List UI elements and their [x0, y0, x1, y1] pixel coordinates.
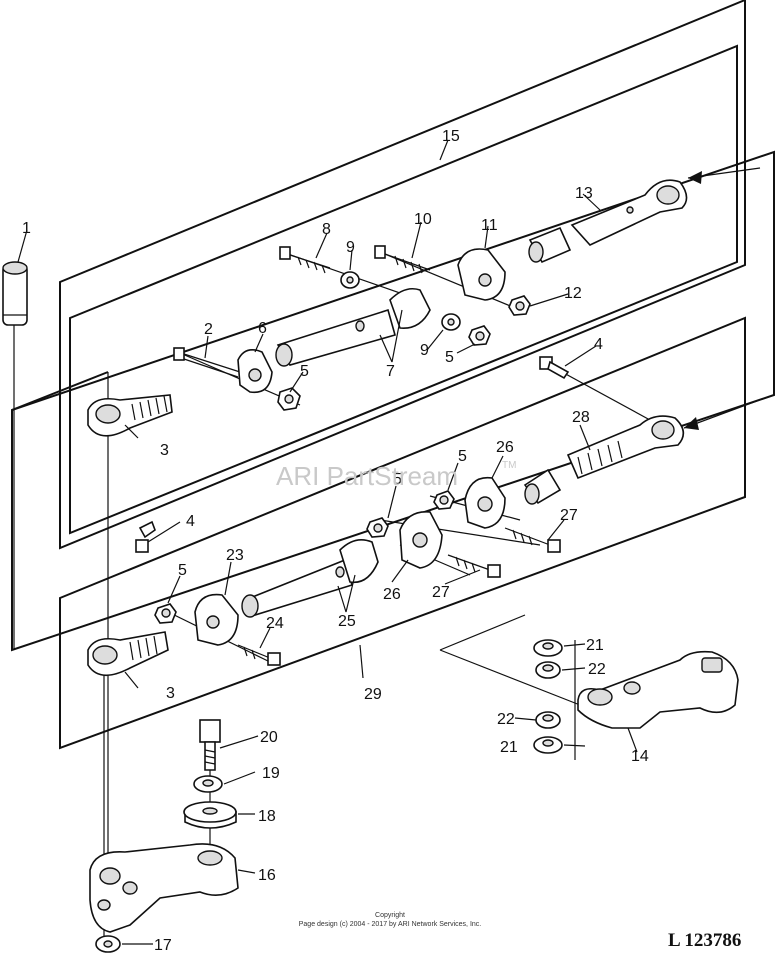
watermark-text: ARI PartStream: [276, 461, 458, 491]
label-5-b: 5: [445, 349, 454, 366]
label-2: 2: [204, 321, 213, 338]
label-9-a: 9: [346, 239, 355, 256]
label-8: 8: [322, 221, 331, 238]
watermark-tm: TM: [502, 460, 516, 471]
frame-29-outer: [59, 316, 746, 750]
label-21-a: 21: [586, 637, 604, 654]
part-26-clamp-upper: [464, 476, 506, 529]
label-5-c: 5: [458, 448, 467, 465]
label-21-b: 21: [500, 739, 518, 756]
frame-29-inner: [11, 150, 775, 652]
label-7: 7: [386, 363, 395, 380]
label-24: 24: [266, 615, 284, 632]
label-3-upper: 3: [160, 442, 169, 459]
label-26-a: 26: [496, 439, 514, 456]
part-27-bolt-b: [447, 554, 501, 578]
part-24-bolt: [237, 644, 281, 666]
part-26-clamp-lower: [399, 511, 443, 569]
label-15: 15: [442, 128, 460, 145]
part-16-bellcrank: [89, 843, 239, 933]
label-23: 23: [226, 547, 244, 564]
part-4-grease-fitting-upper: [539, 356, 570, 380]
part-5-nut-upper: [277, 387, 301, 411]
label-4-lower: 4: [186, 513, 195, 530]
part-5-nut-lower-c: [154, 603, 177, 624]
label-27-b: 27: [432, 584, 450, 601]
reference-number: L 123786: [668, 930, 741, 951]
frame-15-inner: [69, 44, 738, 535]
part-11-clamp: [457, 248, 506, 301]
part-10-bolt: [374, 245, 431, 274]
label-13: 13: [575, 185, 593, 202]
label-5-e: 5: [178, 562, 187, 579]
part-23-clamp: [194, 593, 239, 646]
label-10: 10: [414, 211, 432, 228]
part-19-washer: [193, 775, 223, 793]
part-6-clamp: [237, 349, 273, 394]
part-27-bolt-a: [504, 527, 561, 553]
label-4-upper: 4: [594, 336, 603, 353]
label-11: 11: [481, 217, 498, 234]
label-17: 17: [154, 937, 172, 954]
part-1-pin: [2, 261, 28, 326]
label-22-b: 22: [497, 711, 515, 728]
part-9-washer-b: [441, 313, 461, 331]
part-5-nut-lower-a: [433, 490, 455, 510]
part-2-bolt: [173, 347, 241, 378]
label-19: 19: [262, 765, 280, 782]
label-3-lower: 3: [166, 685, 175, 702]
part-22-washer-b: [535, 711, 561, 729]
label-5-d: 5: [393, 471, 402, 488]
label-27-a: 27: [560, 507, 578, 524]
part-9-washer-a: [340, 271, 360, 289]
part-26-bushing-upper: [523, 468, 562, 505]
part-21-washer-a: [533, 639, 563, 657]
part-3-rod-end-upper: [87, 394, 173, 437]
label-29: 29: [364, 686, 382, 703]
label-12: 12: [564, 285, 582, 302]
part-12-nut: [508, 295, 531, 316]
part-18-spacer: [183, 801, 237, 829]
label-1: 1: [22, 220, 31, 237]
part-7-tube: [275, 287, 431, 367]
label-14: 14: [631, 748, 649, 765]
label-9-b: 9: [420, 342, 429, 359]
label-26-b: 26: [383, 586, 401, 603]
part-5-nut-mid: [468, 325, 491, 346]
part-25-tube: [241, 539, 379, 618]
label-18: 18: [258, 808, 276, 825]
part-20-bolt: [199, 719, 221, 771]
part-4-grease-fitting-lower: [135, 520, 156, 553]
label-22-a: 22: [588, 661, 606, 678]
part-14-bellcrank: [577, 650, 739, 729]
part-28-rod-end: [566, 415, 685, 480]
label-25: 25: [338, 613, 356, 630]
label-28: 28: [572, 409, 590, 426]
label-6: 6: [258, 320, 267, 337]
part-5-nut-lower-b: [366, 517, 389, 538]
part-3-rod-end-lower: [87, 631, 169, 677]
part-22-washer-a: [535, 661, 561, 679]
frame-15-outer: [59, 0, 746, 550]
copyright-line-1: Copyright: [375, 912, 405, 919]
copyright-line-2: Page design (c) 2004 - 2017 by ARI Netwo…: [299, 921, 482, 928]
part-17-clip: [95, 935, 121, 953]
label-5-a: 5: [300, 363, 309, 380]
label-20: 20: [260, 729, 278, 746]
label-16: 16: [258, 867, 276, 884]
part-21-washer-b: [533, 736, 563, 754]
part-8-bolt: [279, 246, 331, 274]
part-13-rod-end: [528, 179, 688, 264]
